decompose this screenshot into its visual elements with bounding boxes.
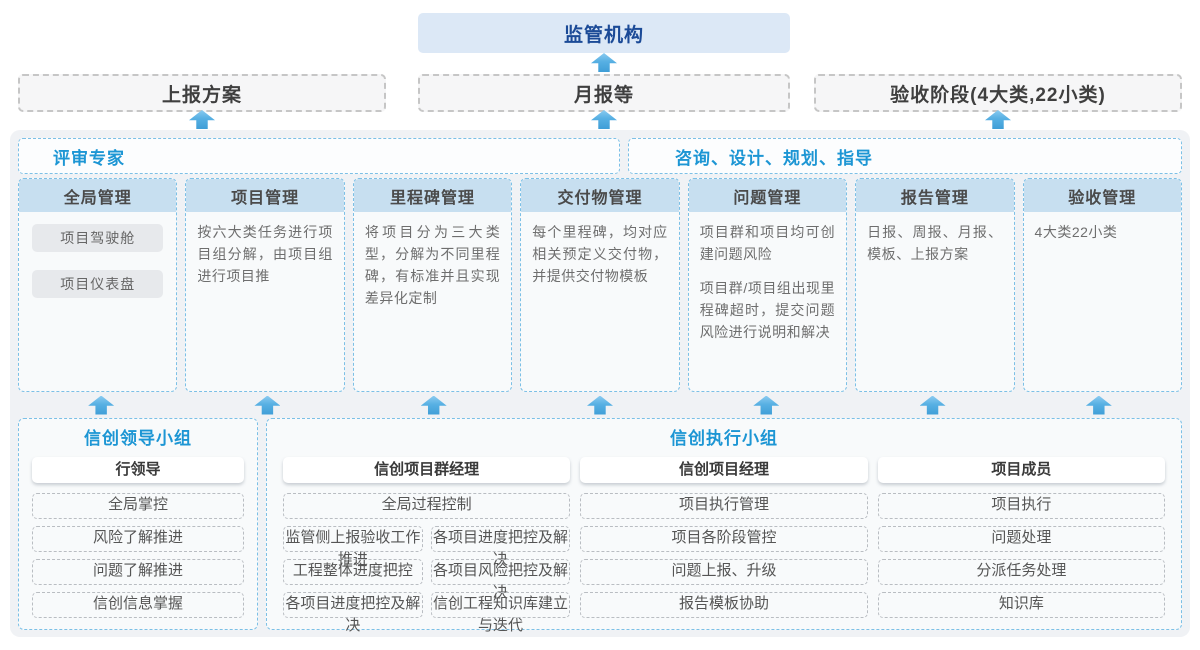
module-columns: 全局管理 项目驾驶舱 项目仪表盘 项目管理 按六大类任务进行项目组分解，由项目组… <box>18 178 1182 392</box>
up-arrow-icon <box>591 110 617 129</box>
advisor-header-row: 评审专家 咨询、设计、规划、指导 <box>18 138 1182 174</box>
role-pill-program-manager: 信创项目群经理 <box>283 457 571 483</box>
duty-item: 各项目进度把控及解决 <box>430 526 571 568</box>
module-title: 交付物管理 <box>521 179 679 212</box>
project-manager-column: 信创项目经理 项目执行管理 项目各阶段管控 问题上报、升级 报告模板协助 <box>580 451 868 618</box>
duty-item: 知识库 <box>877 592 1165 618</box>
up-arrow-icon <box>189 110 215 129</box>
execution-roles: 信创项目群经理 全局过程控制 监管侧上报验收工作推进 工程整体进度把控 各项目进… <box>283 451 1165 634</box>
duty-item: 各项目进度把控及解决 <box>283 592 423 634</box>
up-arrow-icon <box>420 395 447 415</box>
feature-pill: 项目驾驶舱 <box>32 224 164 252</box>
output-label: 月报等 <box>573 84 634 106</box>
regulator-box: 监管机构 <box>418 13 790 53</box>
duty-item: 项目执行 <box>877 493 1165 519</box>
module-body: 项目群和项目均可创建问题风险 项目群/项目组出现里程碑超时，提交问题风险进行说明… <box>689 212 846 365</box>
output-box-acceptance-stage: 验收阶段(4大类,22小类) <box>814 74 1182 112</box>
output-label: 验收阶段(4大类,22小类) <box>890 84 1106 106</box>
module-description: 4大类22小类 <box>1034 224 1118 240</box>
module-card-issue-management: 问题管理 项目群和项目均可创建问题风险 项目群/项目组出现里程碑超时，提交问题风… <box>687 178 848 392</box>
module-title: 验收管理 <box>1023 179 1181 212</box>
duty-item: 监管侧上报验收工作推进 <box>283 526 423 568</box>
module-card-project-management: 项目管理 按六大类任务进行项目组分解，由项目组进行项目推 <box>185 178 345 392</box>
role-pill-bank-leaders: 行领导 <box>32 457 244 483</box>
module-body: 4大类22小类 <box>1024 212 1181 264</box>
module-body: 每个里程碑，均对应相关预定义交付物，并提供交付物模板 <box>521 212 678 308</box>
module-title: 里程碑管理 <box>353 179 512 212</box>
module-body: 日报、周报、月报、模板、上报方案 <box>856 212 1013 286</box>
output-box-monthly-report: 月报等 <box>418 74 790 112</box>
duty-list: 项目执行 问题处理 分派任务处理 知识库 <box>877 493 1165 618</box>
regulator-label: 监管机构 <box>563 24 644 46</box>
up-arrow-icon <box>1085 395 1112 415</box>
review-experts-box: 评审专家 <box>18 138 620 174</box>
module-title: 全局管理 <box>19 179 177 212</box>
duty-item: 全局过程控制 <box>283 493 571 519</box>
review-experts-label: 评审专家 <box>53 148 125 168</box>
up-arrow-icon <box>591 53 617 72</box>
role-pill-project-manager: 信创项目经理 <box>580 457 868 483</box>
project-member-column: 项目成员 项目执行 问题处理 分派任务处理 知识库 <box>877 451 1165 618</box>
duty-item: 问题了解推进 <box>32 559 244 585</box>
module-title: 问题管理 <box>688 179 847 212</box>
up-arrow-icon <box>985 110 1011 129</box>
execution-group-title: 信创执行小组 <box>670 429 778 448</box>
teams-row: 信创领导小组 行领导 全局掌控 风险了解推进 问题了解推进 信创信息掌握 信创执… <box>18 418 1182 634</box>
duty-item: 各项目风险把控及解决 <box>430 559 571 601</box>
module-body: 将项目分为三大类型，分解为不同里程碑，有标准并且实现差异化定制 <box>354 212 511 330</box>
module-title: 项目管理 <box>186 179 344 212</box>
duty-item: 风险了解推进 <box>32 526 244 552</box>
up-arrow-icon <box>753 395 780 415</box>
advisory-label: 咨询、设计、规划、指导 <box>675 148 873 168</box>
leadership-group: 信创领导小组 行领导 全局掌控 风险了解推进 问题了解推进 信创信息掌握 <box>18 418 258 630</box>
module-description: 按六大类任务进行项目组分解，由项目组进行项目推 <box>197 224 333 285</box>
platform-container: 评审专家 咨询、设计、规划、指导 全局管理 项目驾驶舱 项目仪表盘 项目管理 按… <box>10 130 1190 637</box>
duty-item: 分派任务处理 <box>877 559 1165 585</box>
advisory-box: 咨询、设计、规划、指导 <box>628 138 1182 174</box>
up-arrow-icon <box>254 395 281 415</box>
module-description: 项目群/项目组出现里程碑超时，提交问题风险进行说明和解决 <box>699 280 836 341</box>
module-description: 每个里程碑，均对应相关预定义交付物，并提供交付物模板 <box>532 224 668 285</box>
module-card-deliverable-management: 交付物管理 每个里程碑，均对应相关预定义交付物，并提供交付物模板 <box>520 178 680 392</box>
duty-list: 全局掌控 风险了解推进 问题了解推进 信创信息掌握 <box>32 493 244 618</box>
duty-item: 报告模板协助 <box>580 592 868 618</box>
module-body: 按六大类任务进行项目组分解，由项目组进行项目推 <box>186 212 343 308</box>
module-description: 日报、周报、月报、模板、上报方案 <box>867 224 1003 263</box>
duty-item: 信创工程知识库建立与迭代 <box>430 592 571 634</box>
module-card-acceptance-management: 验收管理 4大类22小类 <box>1022 178 1182 392</box>
execution-group: 信创执行小组 信创项目群经理 全局过程控制 监管侧上报验收工作推进 工程整体进度… <box>266 418 1182 634</box>
module-description: 项目群和项目均可创建问题风险 <box>699 224 836 263</box>
up-arrow-icon <box>586 395 613 415</box>
duty-list: 项目执行管理 项目各阶段管控 问题上报、升级 报告模板协助 <box>580 493 868 618</box>
duty-item: 工程整体进度把控 <box>283 559 423 585</box>
duty-item: 问题处理 <box>877 526 1165 552</box>
module-arrows-row <box>18 392 1182 418</box>
leadership-group-title: 信创领导小组 <box>84 429 192 448</box>
module-card-milestone-management: 里程碑管理 将项目分为三大类型，分解为不同里程碑，有标准并且实现差异化定制 <box>352 178 513 392</box>
output-box-report-plan: 上报方案 <box>18 74 386 112</box>
output-label: 上报方案 <box>161 84 242 106</box>
duty-item: 项目执行管理 <box>580 493 868 519</box>
duty-item: 问题上报、升级 <box>580 559 868 585</box>
role-pill-project-member: 项目成员 <box>877 457 1165 483</box>
program-manager-column: 信创项目群经理 全局过程控制 监管侧上报验收工作推进 工程整体进度把控 各项目进… <box>283 451 571 634</box>
module-card-global-management: 全局管理 项目驾驶舱 项目仪表盘 <box>18 178 178 392</box>
module-body: 项目驾驶舱 项目仪表盘 <box>19 212 176 307</box>
module-description: 将项目分为三大类型，分解为不同里程碑，有标准并且实现差异化定制 <box>364 224 501 307</box>
duty-item: 全局掌控 <box>32 493 244 519</box>
feature-pill: 项目仪表盘 <box>32 270 164 298</box>
duty-item: 信创信息掌握 <box>32 592 244 618</box>
duty-list: 各项目进度把控及解决 各项目风险把控及解决 信创工程知识库建立与迭代 <box>430 526 571 634</box>
duty-list: 监管侧上报验收工作推进 工程整体进度把控 各项目进度把控及解决 <box>283 526 423 634</box>
module-card-report-management: 报告管理 日报、周报、月报、模板、上报方案 <box>855 178 1015 392</box>
duty-item: 项目各阶段管控 <box>580 526 868 552</box>
up-arrow-icon <box>919 395 946 415</box>
module-title: 报告管理 <box>856 179 1014 212</box>
up-arrow-icon <box>88 395 115 415</box>
